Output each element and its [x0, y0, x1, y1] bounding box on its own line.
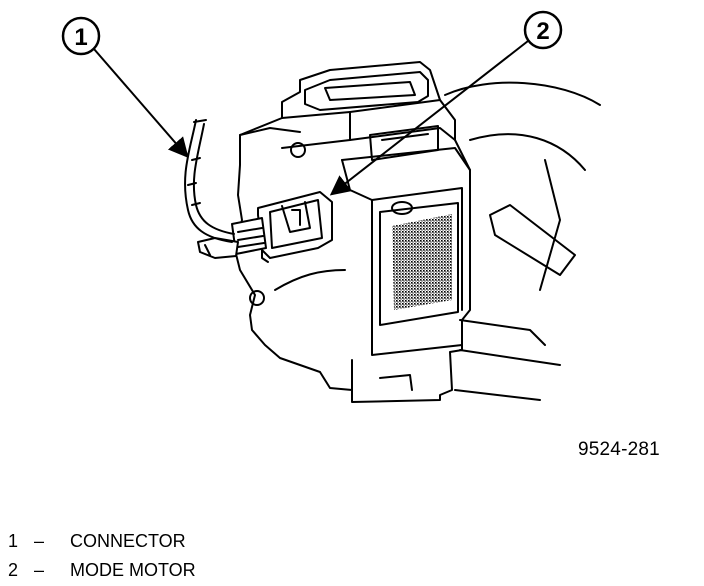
callout-2-label: 2 [536, 18, 549, 45]
figure-id: 9524-281 [578, 439, 660, 460]
legend-number: 2 [8, 560, 19, 580]
legend-label: CONNECTOR [70, 531, 186, 551]
callout-2: 2 [329, 10, 563, 196]
mode-motor [257, 191, 333, 263]
legend: 1– CONNECTOR 2– MODE MOTOR [8, 527, 196, 585]
wire-harness [184, 119, 235, 243]
legend-item-mode-motor: 2– MODE MOTOR [8, 556, 196, 585]
legend-dash: – [34, 531, 45, 551]
connector [197, 217, 267, 259]
legend-dash: – [34, 560, 45, 580]
hvac-housing [234, 61, 471, 403]
legend-label: MODE MOTOR [70, 560, 196, 580]
callout-1-label: 1 [74, 24, 87, 51]
hvac-housing-diagram: 1 2 [61, 10, 601, 403]
screw-heads [249, 142, 413, 306]
filter-media [392, 214, 452, 310]
callout-1: 1 [61, 16, 189, 159]
rear-duct [444, 81, 601, 401]
legend-item-connector: 1– CONNECTOR [8, 527, 196, 556]
legend-number: 1 [8, 531, 19, 551]
